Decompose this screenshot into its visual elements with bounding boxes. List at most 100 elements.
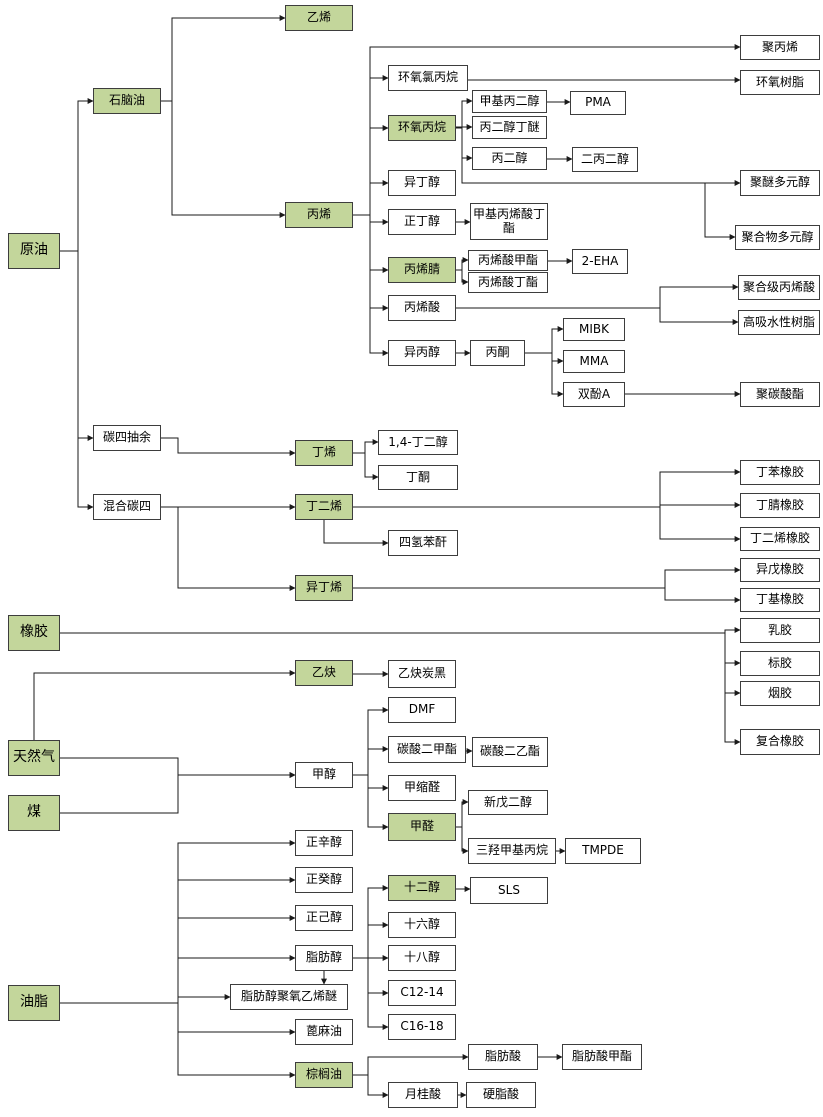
node-lauric-acid: 月桂酸 <box>388 1082 458 1108</box>
edge-butadiene-to-br <box>353 506 741 542</box>
node-castor-oil: 蓖麻油 <box>295 1019 353 1045</box>
node-palm-oil: 棕榈油 <box>295 1062 353 1088</box>
node-bdo: 1,4-丁二醇 <box>378 430 458 455</box>
node-aeo: 脂肪醇聚氧乙烯醚 <box>230 984 348 1010</box>
node-isobutanol: 异丁醇 <box>388 170 456 196</box>
node-naphtha: 石脑油 <box>93 88 161 114</box>
node-acetylene-black: 乙炔炭黑 <box>388 660 456 688</box>
node-dmf: DMF <box>388 697 456 723</box>
edge-mixed-c4-to-isobutylene <box>161 506 296 591</box>
node-butene: 丁烯 <box>295 440 353 466</box>
node-dodecanol: 十二醇 <box>388 875 456 901</box>
node-n-octanol: 正辛醇 <box>295 830 353 856</box>
edge-naphtha-to-propylene <box>161 100 286 218</box>
node-isobutylene: 异丁烯 <box>295 575 353 601</box>
node-fatty-alcohol: 脂肪醇 <box>295 945 353 971</box>
node-smoked-rubber: 烟胶 <box>740 681 820 706</box>
node-tmp: 三羟甲基丙烷 <box>468 838 556 864</box>
node-fatty-acid: 脂肪酸 <box>468 1044 538 1070</box>
edge-rubber-to-compound-rubber <box>60 632 741 745</box>
node-polycarbonate: 聚碳酸酯 <box>740 382 820 407</box>
node-mma: MMA <box>563 350 625 373</box>
node-sls: SLS <box>470 877 548 904</box>
node-polypropylene: 聚丙烯 <box>740 35 820 60</box>
node-cetyl-alcohol: 十六醇 <box>388 912 456 938</box>
edge-formaldehyde-to-tmp <box>456 826 469 854</box>
edge-acetone-to-bisphenol-a <box>525 352 564 397</box>
node-formaldehyde: 甲醛 <box>388 813 456 841</box>
node-methyl-propylene-glycol: 甲基丙二醇 <box>472 90 547 113</box>
node-butadiene: 丁二烯 <box>295 494 353 520</box>
edge-acrylonitrile-to-butyl-acrylate <box>456 269 469 285</box>
edge-natural-gas-to-acetylene <box>33 670 296 740</box>
node-n-hexanol: 正己醇 <box>295 905 353 931</box>
node-propylene-oxide: 环氧丙烷 <box>388 115 456 141</box>
node-dec: 碳酸二乙酯 <box>472 737 548 767</box>
node-stearyl-alcohol: 十八醇 <box>388 945 456 971</box>
node-acetone: 丙酮 <box>470 340 525 366</box>
node-epoxy-resin: 环氧树脂 <box>740 70 820 95</box>
node-c4-raffinate: 碳四抽余 <box>93 425 161 451</box>
node-butyl-methacrylate: 甲基丙烯酸丁酯 <box>470 203 548 240</box>
node-butyl-acrylate: 丙烯酸丁酯 <box>468 272 548 293</box>
edge-butadiene-to-thpa <box>323 520 389 546</box>
node-sap: 高吸水性树脂 <box>738 310 820 335</box>
node-natural-gas: 天然气 <box>8 740 60 776</box>
node-sbr: 丁苯橡胶 <box>740 460 820 485</box>
edge-palm-oil-to-lauric-acid <box>353 1074 389 1098</box>
node-latex: 乳胶 <box>740 618 820 643</box>
node-pma: PMA <box>570 91 626 115</box>
node-n-decanol: 正癸醇 <box>295 867 353 893</box>
edge-fatty-alcohol-to-c16-18 <box>353 957 389 1030</box>
node-stearic-acid: 硬脂酸 <box>466 1082 536 1108</box>
edge-acrylic-acid-to-sap <box>456 307 739 325</box>
edge-methanol-to-formaldehyde <box>353 774 389 830</box>
node-acrylonitrile: 丙烯腈 <box>388 257 456 283</box>
node-mek: 丁酮 <box>378 465 458 490</box>
node-isoprene-rubber: 异戊橡胶 <box>740 558 820 582</box>
edge-butene-to-mek <box>353 452 379 480</box>
node-mibk: MIBK <box>563 318 625 341</box>
node-methylal: 甲缩醛 <box>388 775 456 801</box>
edge-propylene-oxide-to-polyether-polyol <box>456 127 741 186</box>
node-two-eha: 2-EHA <box>572 249 628 274</box>
node-crude-oil: 原油 <box>8 233 60 269</box>
node-propylene-glycol: 丙二醇 <box>472 147 547 170</box>
node-butyl-rubber: 丁基橡胶 <box>740 588 820 612</box>
edge-c4-raffinate-to-butene <box>161 437 296 456</box>
node-propylene: 丙烯 <box>285 202 353 228</box>
node-c12-14: C12-14 <box>388 980 456 1006</box>
edge-polyether-polyol-to-polymer-polyol <box>704 183 736 240</box>
node-dipropylene-glycol: 二丙二醇 <box>572 147 638 172</box>
node-acrylic-acid: 丙烯酸 <box>388 295 456 321</box>
node-standard-rubber: 标胶 <box>740 651 820 676</box>
node-n-butanol: 正丁醇 <box>388 209 456 235</box>
node-polymer-grade-aa: 聚合级丙烯酸 <box>738 275 820 300</box>
edge-crude-oil-to-mixed-c4 <box>60 250 94 510</box>
node-mixed-c4: 混合碳四 <box>93 494 161 520</box>
node-coal: 煤 <box>8 795 60 831</box>
edge-propylene-to-isopropanol <box>353 214 389 356</box>
node-dmc: 碳酸二甲酯 <box>388 736 466 763</box>
node-polymer-polyol: 聚合物多元醇 <box>735 225 820 250</box>
node-rubber: 橡胶 <box>8 615 60 651</box>
node-pg-butyl-ether: 丙二醇丁醚 <box>472 116 547 139</box>
node-npg: 新戊二醇 <box>468 790 548 815</box>
node-c16-18: C16-18 <box>388 1014 456 1040</box>
node-epichlorohydrin: 环氧氯丙烷 <box>388 65 468 91</box>
node-nbr: 丁腈橡胶 <box>740 493 820 518</box>
edge-oils-to-palm-oil <box>60 1002 296 1078</box>
node-fame: 脂肪酸甲酯 <box>562 1044 642 1070</box>
node-bisphenol-a: 双酚A <box>563 382 625 407</box>
node-br: 丁二烯橡胶 <box>740 527 820 551</box>
node-methanol: 甲醇 <box>295 762 353 788</box>
node-isopropanol: 异丙醇 <box>388 340 456 366</box>
node-tmpde: TMPDE <box>565 838 641 864</box>
node-methyl-acrylate: 丙烯酸甲酯 <box>468 250 548 271</box>
node-thpa: 四氢苯酐 <box>388 530 458 556</box>
node-compound-rubber: 复合橡胶 <box>740 729 820 755</box>
node-oils: 油脂 <box>8 985 60 1021</box>
